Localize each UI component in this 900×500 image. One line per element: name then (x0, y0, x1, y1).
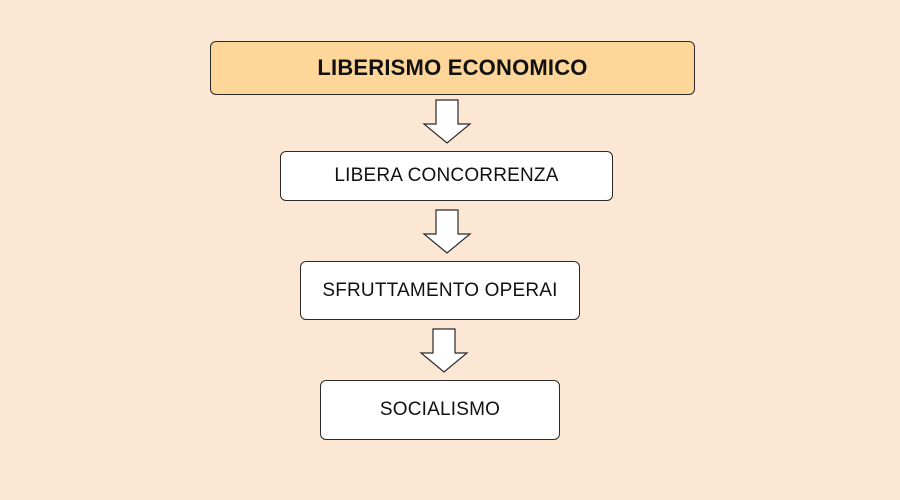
down-arrow-icon (422, 99, 472, 144)
node-label: SFRUTTAMENTO OPERAI (322, 279, 558, 301)
node-libera-concorrenza: LIBERA CONCORRENZA (280, 151, 613, 201)
node-sfruttamento-operai: SFRUTTAMENTO OPERAI (300, 261, 580, 320)
node-label: LIBERA CONCORRENZA (334, 165, 559, 186)
down-arrow-icon (419, 328, 469, 373)
node-label: SOCIALISMO (379, 399, 501, 420)
node-socialismo: SOCIALISMO (320, 380, 560, 440)
down-arrow-icon (422, 209, 472, 254)
node-label: LIBERISMO ECONOMICO (317, 55, 588, 80)
node-liberismo-economico: LIBERISMO ECONOMICO (210, 41, 695, 95)
